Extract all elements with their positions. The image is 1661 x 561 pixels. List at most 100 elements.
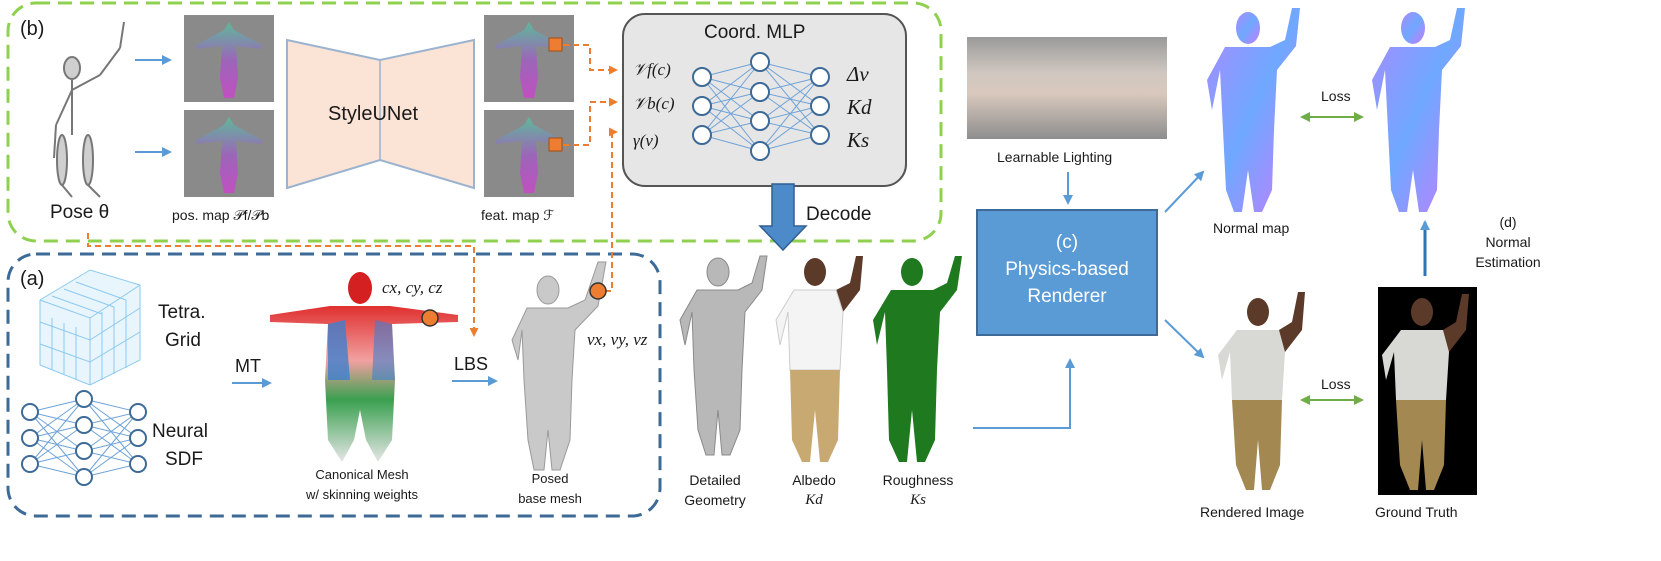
canonical-mesh-figure [270, 272, 458, 462]
rendered-image-label: Rendered Image [1200, 504, 1305, 520]
mlp-input-2: γ(v) [633, 131, 659, 150]
pose-label: Pose θ [50, 202, 110, 223]
panel-d-label: (d) [1499, 214, 1517, 230]
network-edge [29, 398, 85, 465]
panel-b-border [6, 1, 943, 243]
network-node [129, 403, 147, 421]
feat-map-label: feat. map ℱ [481, 207, 555, 223]
network-node [810, 67, 830, 87]
detailed-geometry-figure [679, 255, 768, 456]
network-node [21, 455, 39, 473]
pose-skeleton-figure [53, 21, 125, 198]
ground-truth-image [1378, 287, 1477, 495]
roughness-label-2: Ks [910, 492, 926, 508]
estimated-normal-figure [1372, 8, 1465, 212]
network-edge [83, 463, 139, 478]
neural-label-2: SDF [165, 449, 203, 470]
canonical-coords: cx, cy, cz [382, 278, 443, 297]
lighting-label: Learnable Lighting [997, 149, 1113, 165]
network-edge [701, 134, 761, 152]
feat-map-front-image [484, 15, 574, 102]
panel-a-border [6, 252, 662, 518]
tetra-label-1: Tetra. [158, 302, 206, 323]
renderer-label-2: Physics-based [1005, 259, 1129, 280]
roughness-label-1: Roughness [882, 472, 954, 488]
network-node [750, 82, 770, 102]
renderer-label-3: Renderer [1027, 286, 1107, 307]
network-edge [759, 134, 821, 152]
network-node [75, 416, 93, 434]
posed-coords: vx, vy, vz [587, 330, 648, 349]
arrow-materials-to-renderer [973, 358, 1075, 429]
network-edge [759, 76, 821, 122]
network-node [750, 111, 770, 131]
lbs-label: LBS [454, 354, 489, 374]
network-node [692, 96, 712, 116]
geometry-label-2: Geometry [684, 492, 746, 508]
tetra-label-2: Grid [165, 330, 201, 351]
posed-label-2: base mesh [518, 491, 582, 506]
network-node [75, 390, 93, 408]
mlp-output-1: Kd [847, 95, 872, 119]
geometry-label-1: Detailed [689, 472, 741, 488]
network-node [75, 468, 93, 486]
mt-label: MT [235, 356, 261, 376]
roughness-figure [873, 256, 962, 462]
orange-feature-links [87, 44, 618, 337]
network-edge [759, 61, 821, 78]
renderer-label-1: (c) [1055, 232, 1079, 253]
network-node [692, 67, 712, 87]
arrow-renderer-to-normal [1164, 170, 1205, 213]
network-edge [759, 105, 821, 152]
pos-map-front-image [184, 15, 274, 102]
normal-map-figure [1207, 8, 1300, 212]
learnable-lighting-map [967, 37, 1167, 139]
mlp-output-0: Δv [847, 62, 869, 86]
network-node [21, 429, 39, 447]
normal-estimation-label-2: Estimation [1475, 254, 1541, 270]
network-edge [83, 411, 139, 426]
mlp-network-graph [692, 52, 830, 161]
network-edge [701, 61, 761, 107]
normal-map-label: Normal map [1213, 220, 1290, 236]
styleunet-label: StyleUNet [328, 103, 419, 125]
network-edge [701, 61, 761, 136]
rendered-image-figure [1218, 292, 1305, 490]
panel-a-label: (a) [20, 268, 45, 290]
network-edge [759, 76, 821, 93]
network-node [75, 442, 93, 460]
posed-base-mesh-figure [511, 261, 607, 471]
network-edge [29, 463, 85, 478]
physics-based-renderer-box [976, 209, 1158, 336]
network-edge [83, 398, 139, 413]
albedo-label-2: Kd [805, 492, 823, 508]
network-edge [759, 76, 821, 152]
network-node [810, 125, 830, 145]
network-edge [701, 91, 761, 136]
posed-label-1: Posed [531, 471, 569, 486]
network-node [810, 96, 830, 116]
canonical-label-2: w/ skinning weights [306, 487, 418, 502]
network-edge [29, 424, 85, 465]
mlp-output-2: Ks [847, 128, 870, 152]
neural-sdf-network [21, 390, 147, 486]
network-edge [29, 398, 85, 413]
mlp-input-1: 𝒱b(c) [633, 94, 675, 113]
tetra-grid-cube [39, 269, 141, 386]
network-edge [83, 437, 139, 478]
neural-label-1: Neural [152, 421, 208, 442]
network-node [21, 403, 39, 421]
feat-map-back-image [484, 110, 574, 197]
normal-estimation-label-1: Normal [1485, 234, 1531, 250]
loss-label-bottom: Loss [1321, 376, 1351, 392]
mlp-input-0: 𝒱f(c) [633, 60, 671, 79]
network-edge [29, 450, 85, 465]
pos-map-back-image [184, 110, 274, 197]
panel-b-label: (b) [20, 18, 45, 40]
pos-map-label: pos. map 𝒫f/𝒫b [172, 207, 270, 223]
ground-truth-label: Ground Truth [1375, 504, 1458, 520]
albedo-label-1: Albedo [792, 472, 836, 488]
canonical-label-1: Canonical Mesh [315, 467, 409, 482]
mlp-title: Coord. MLP [704, 22, 806, 43]
